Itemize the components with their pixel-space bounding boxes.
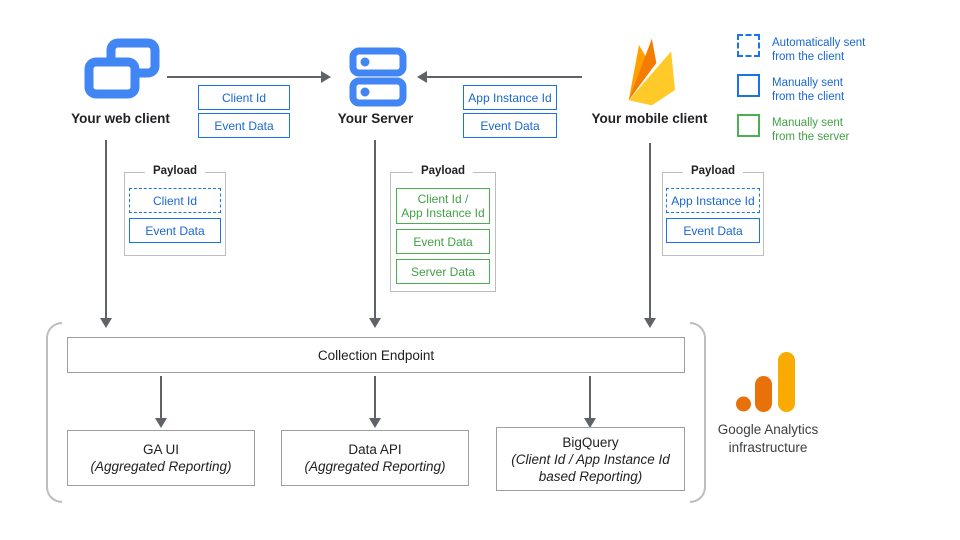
analytics-infrastructure-label: Google Analytics infrastructure <box>717 422 819 455</box>
payload-web-event-data: Event Data <box>129 218 221 243</box>
arrow-endpoint-to-bigquery <box>584 376 596 428</box>
server-icon <box>349 47 407 107</box>
server-label: Your Server <box>337 111 414 126</box>
mobile-client-label: Your mobile client <box>591 111 708 126</box>
arrow-mobile-to-server <box>417 71 582 83</box>
payload-mobile-app-instance-id: App Instance Id <box>666 188 760 213</box>
arrow-endpoint-to-data-api <box>369 376 381 428</box>
firebase-flame-icon <box>628 38 675 106</box>
flow-label-app-instance-id: App Instance Id <box>463 85 557 110</box>
legend-swatch-auto-client <box>737 34 760 57</box>
legend-swatch-manual-client <box>737 74 760 97</box>
arrow-mobile-to-endpoint <box>644 143 656 328</box>
payload-web-title: Payload <box>144 165 206 177</box>
flow-label-event-data-web: Event Data <box>198 113 290 138</box>
payload-server-ids: Client Id / App Instance Id <box>396 188 490 224</box>
payload-server-event-data: Event Data <box>396 229 490 254</box>
web-client-icon <box>84 38 160 99</box>
infrastructure-bracket-right <box>690 322 706 503</box>
data-api-box: Data API (Aggregated Reporting) <box>281 430 469 486</box>
flow-label-event-data-mobile: Event Data <box>463 113 557 138</box>
flow-label-client-id: Client Id <box>198 85 290 110</box>
payload-server-server-data: Server Data <box>396 259 490 284</box>
payload-web: Payload Client Id Event Data <box>124 165 226 256</box>
collection-endpoint-box: Collection Endpoint <box>67 337 685 373</box>
payload-server-title: Payload <box>412 165 474 177</box>
web-client-label: Your web client <box>71 111 170 126</box>
arrow-web-to-endpoint <box>100 140 112 328</box>
payload-server: Payload Client Id / App Instance Id Even… <box>390 165 496 292</box>
ga-ui-box: GA UI (Aggregated Reporting) <box>67 430 255 486</box>
bigquery-box: BigQuery (Client Id / App Instance Id ba… <box>496 427 685 491</box>
arrow-server-to-endpoint <box>369 140 381 328</box>
payload-mobile-event-data: Event Data <box>666 218 760 243</box>
payload-mobile: Payload App Instance Id Event Data <box>662 165 764 256</box>
google-analytics-logo-icon <box>736 352 795 412</box>
arrow-web-to-server <box>167 71 331 83</box>
infrastructure-bracket-left <box>46 322 62 503</box>
payload-web-client-id: Client Id <box>129 188 221 213</box>
arrow-endpoint-to-ga-ui <box>155 376 167 428</box>
payload-mobile-title: Payload <box>682 165 744 177</box>
legend-swatch-manual-server <box>737 114 760 137</box>
